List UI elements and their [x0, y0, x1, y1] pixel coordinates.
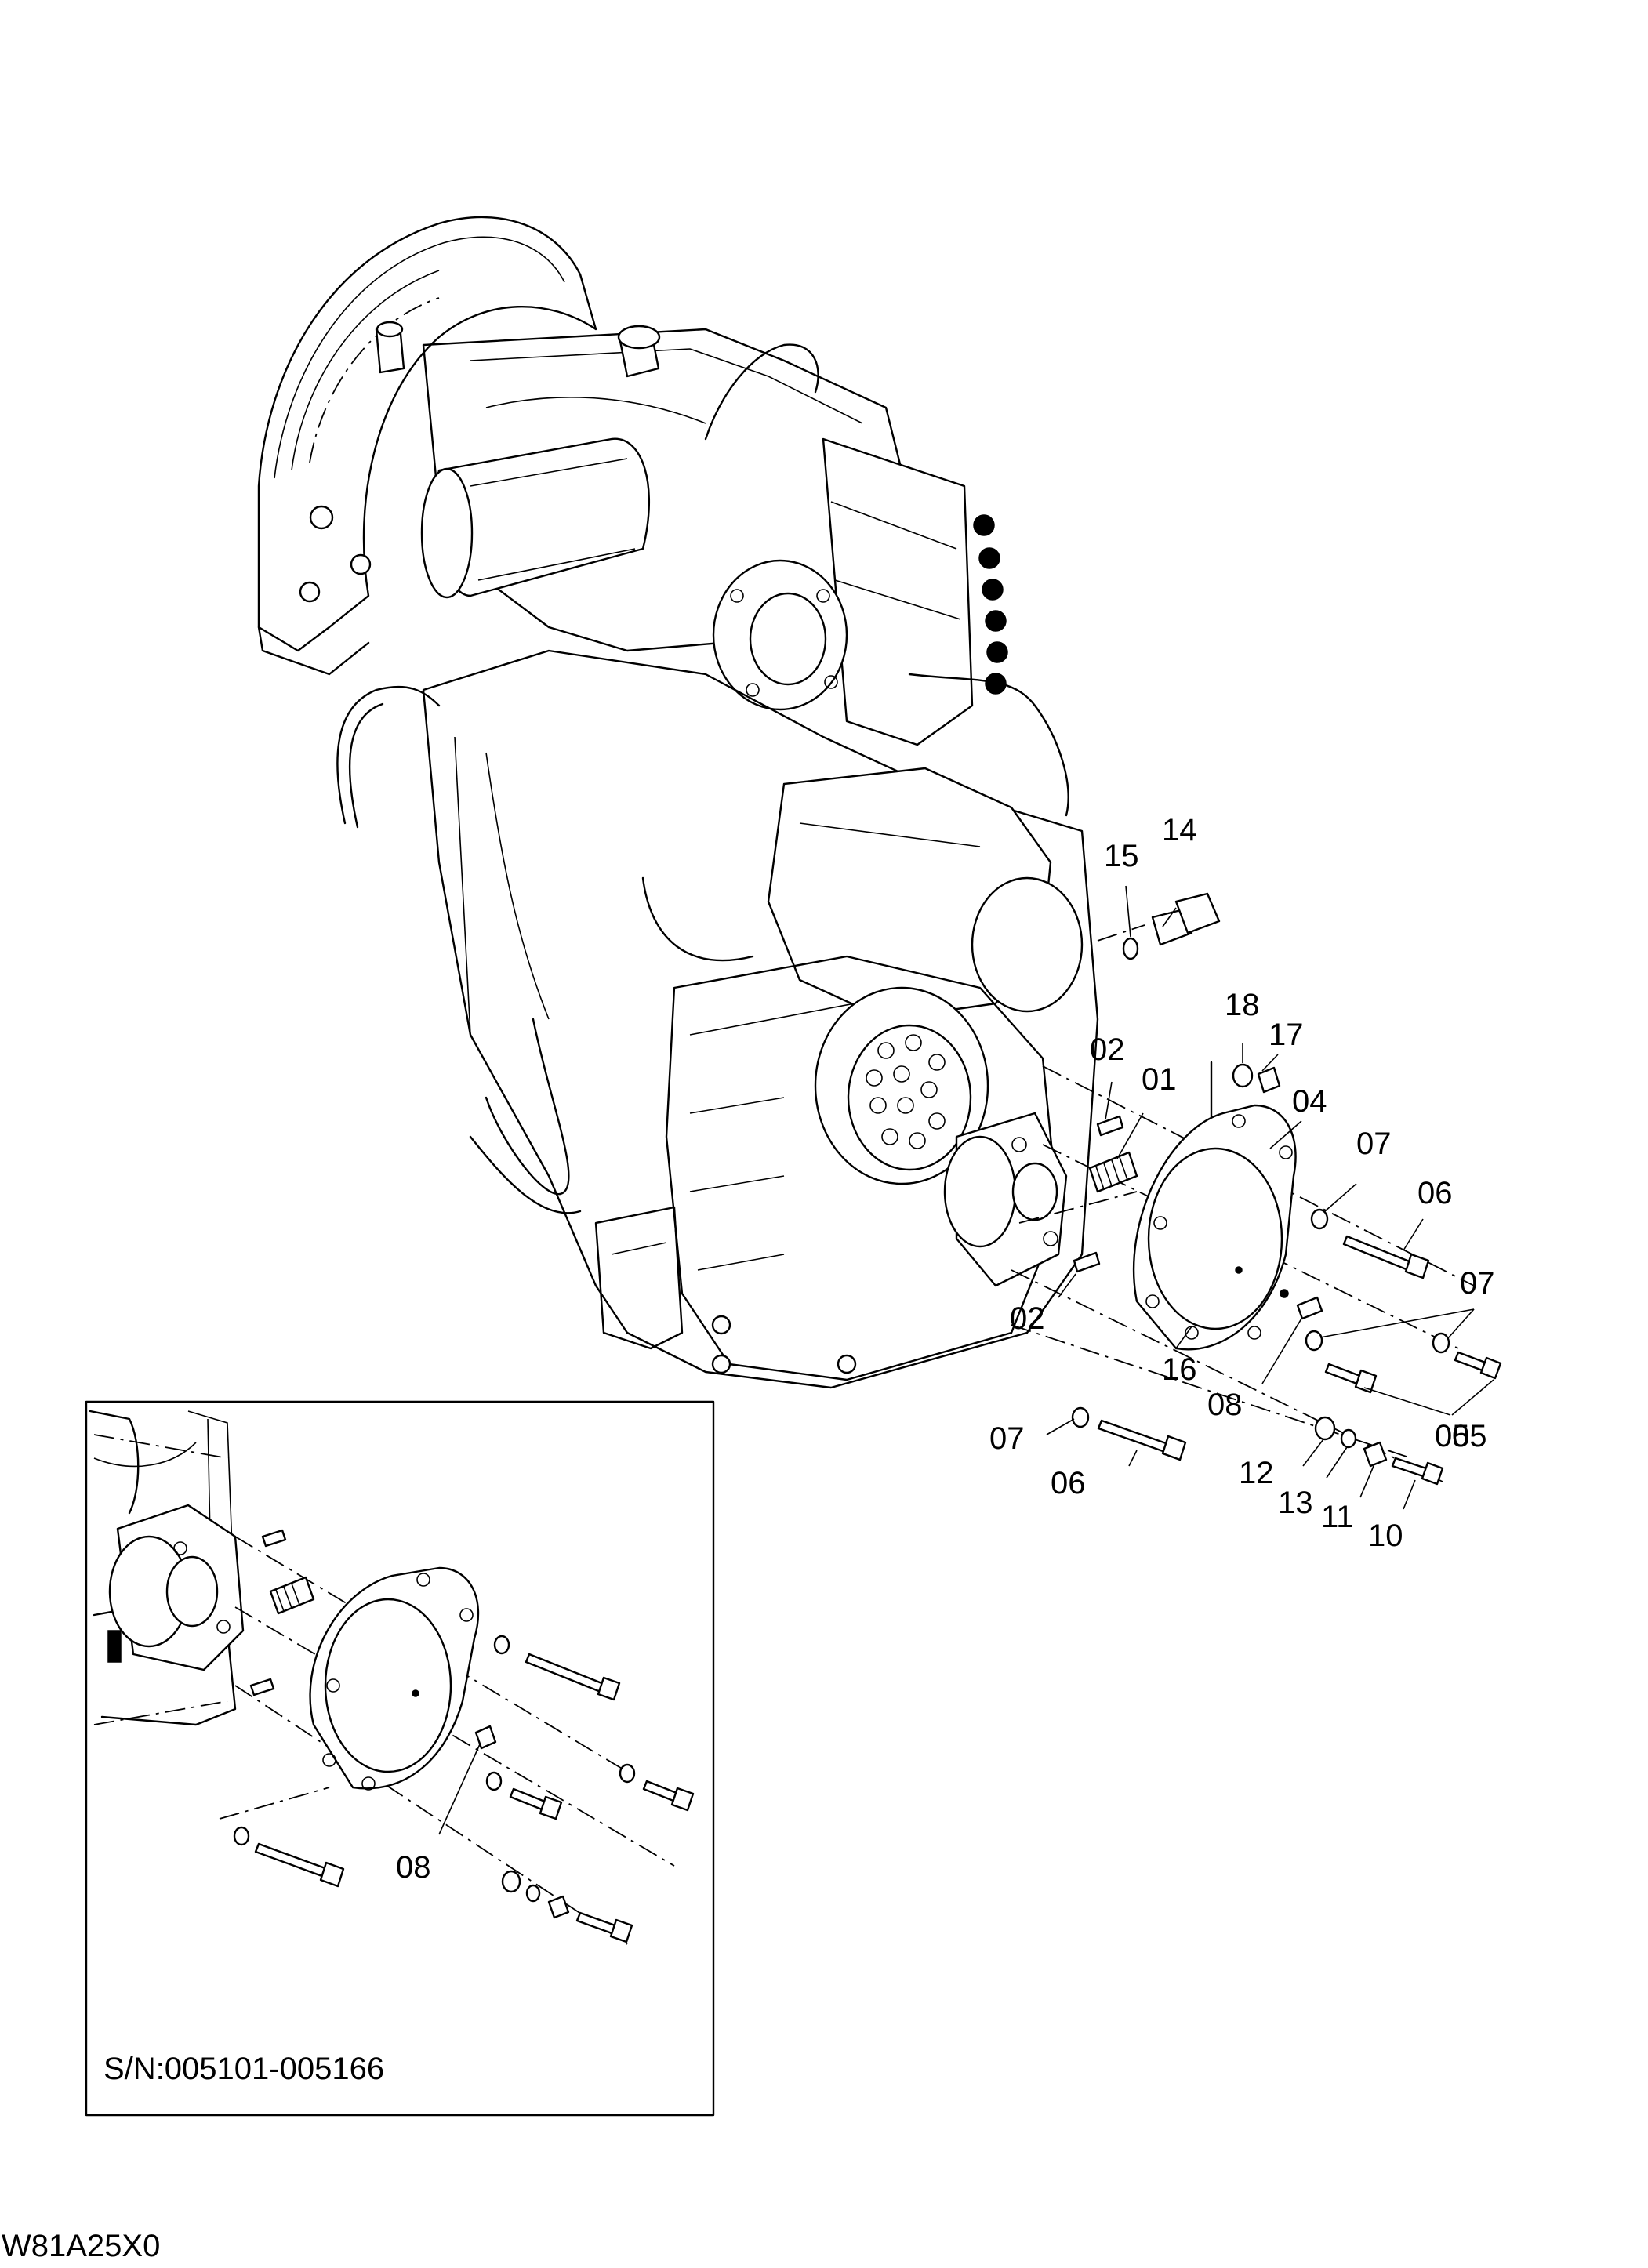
part-14-plug [1151, 892, 1221, 946]
callout-16: 16 [1162, 1352, 1197, 1387]
callout-07-b: 07 [1460, 1266, 1495, 1301]
callout-08: 08 [1207, 1388, 1243, 1422]
callout-18: 18 [1225, 988, 1260, 1022]
callout-labels: 14 15 18 17 02 01 04 07 06 07 05 02 16 0… [989, 813, 1495, 1553]
callout-02-upper: 02 [1090, 1032, 1125, 1067]
disk-perforations [866, 1034, 946, 1149]
inset-detail: 08 S/N:005101-005166 [85, 1400, 715, 2117]
callout-05-a: 05 [1435, 1419, 1470, 1453]
callout-04: 04 [1292, 1084, 1327, 1119]
part-01-spring [1088, 1151, 1138, 1193]
part-02-dowel-upper [1096, 1115, 1124, 1137]
callout-14: 14 [1162, 813, 1197, 847]
exploded-parts [1011, 885, 1502, 1510]
callout-07-a: 07 [1356, 1127, 1392, 1161]
callout-02-lower: 02 [1010, 1301, 1045, 1336]
part-18-washer [1232, 1063, 1254, 1088]
callout-15: 15 [1104, 839, 1139, 873]
callout-11: 11 [1321, 1500, 1354, 1534]
callout-13: 13 [1278, 1486, 1313, 1520]
transmission-assembly [257, 216, 1099, 1389]
inset-callout-08: 08 [396, 1850, 431, 1885]
callout-06-a: 06 [1417, 1176, 1453, 1210]
callout-01: 01 [1142, 1062, 1177, 1097]
part-17-bolt [1257, 1066, 1281, 1094]
callout-10: 10 [1368, 1519, 1403, 1553]
part-02-dowel-lower [1073, 1251, 1101, 1273]
callout-17: 17 [1269, 1018, 1304, 1052]
part-15-o-ring [1122, 937, 1139, 960]
callout-05-b: 05 [1452, 1419, 1487, 1453]
part-13-lock-washer [1340, 1428, 1357, 1449]
callout-07-c: 07 [989, 1421, 1025, 1456]
part-04-cover [1133, 1104, 1297, 1351]
callout-06-b: 06 [1051, 1466, 1086, 1501]
part-11-nut [1363, 1441, 1388, 1468]
inset-serial-range: S/N:005101-005166 [103, 2052, 384, 2086]
part-10-bolt [1391, 1457, 1444, 1486]
solenoid-valves [973, 514, 1008, 695]
leader-lines [1046, 885, 1494, 1510]
drawing-code: W81A25X0 [2, 2229, 160, 2263]
part-12-washer [1314, 1416, 1336, 1441]
callout-12: 12 [1239, 1456, 1274, 1490]
